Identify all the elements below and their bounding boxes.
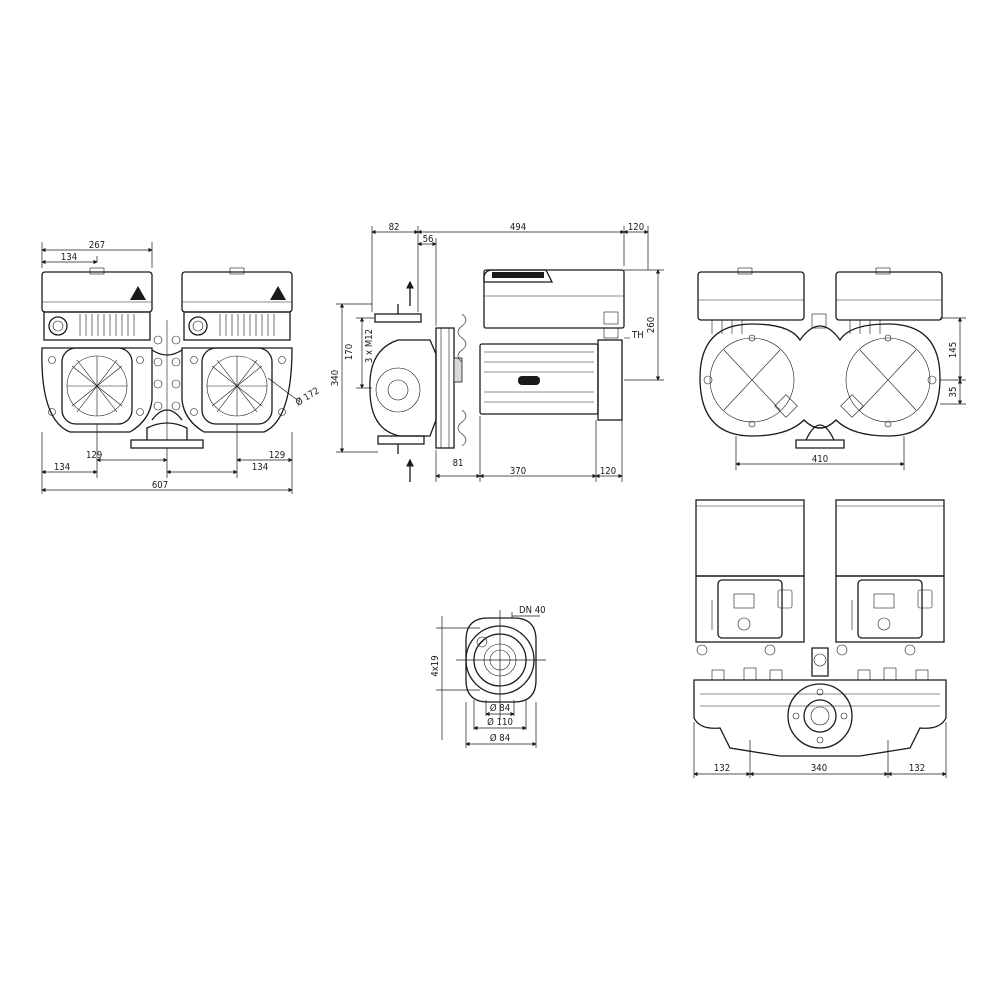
dim-flange-holes: 4x19 [430,655,441,676]
dim-flange-d110: Ø 110 [487,717,513,728]
dim-front-134-br: 134 [252,462,268,473]
top-view: 132 340 132 [693,499,947,778]
top-view-dimensions: 132 340 132 [693,722,947,778]
dim-side-bolts: 3 x M12 [364,329,375,363]
dim-front-129-left: 129 [86,450,102,461]
dim-side-494: 494 [510,222,526,233]
dim-side-81: 81 [453,458,464,469]
fan-grille-right [206,355,268,417]
back-dimensions: 410 145 35 [735,317,966,470]
dim-flange-dn: DN 40 [519,605,546,616]
dim-front-129-right: 129 [269,450,285,461]
dim-side-56: 56 [423,234,434,245]
side-view: 82 56 494 120 260 TH 340 170 3 x M12 [330,222,664,482]
dim-side-340: 340 [330,370,341,386]
dim-top-132-right: 132 [909,763,925,774]
dim-front-267: 267 [89,240,105,251]
dim-flange-d84-inner: Ø 84 [490,703,510,714]
dim-front-134-bl: 134 [54,462,70,473]
back-view: 410 145 35 [697,267,966,470]
flange-dimensions: DN 40 4x19 Ø 84 Ø 110 Ø 84 [430,605,546,748]
front-motor-right [181,267,293,341]
dim-side-120-bottom: 120 [600,466,616,477]
dim-top-132-left: 132 [714,763,730,774]
flange-detail: DN 40 4x19 Ø 84 Ø 110 Ø 84 [430,605,546,748]
dim-top-340: 340 [811,763,827,774]
dim-front-134-top: 134 [61,252,77,263]
dim-front-607: 607 [152,480,168,491]
dim-flange-d84-outer: Ø 84 [490,733,510,744]
front-motor-left [41,267,153,341]
dim-front-diameter: Ø 172 [294,386,322,409]
dim-side-170: 170 [344,344,355,360]
front-view: 267 134 129 134 129 134 607 Ø 172 [41,240,322,494]
side-dimensions: 82 56 494 120 260 TH 340 170 3 x M12 [330,222,664,482]
dim-back-35: 35 [948,387,959,398]
dim-side-120-top: 120 [628,222,644,233]
dim-side-82: 82 [389,222,400,233]
label-side-th: TH [631,330,644,341]
dim-back-145: 145 [948,342,959,358]
dim-side-260: 260 [646,317,657,333]
dim-side-370: 370 [510,466,526,477]
dim-back-410: 410 [812,454,828,465]
fan-grille-left [66,355,128,417]
